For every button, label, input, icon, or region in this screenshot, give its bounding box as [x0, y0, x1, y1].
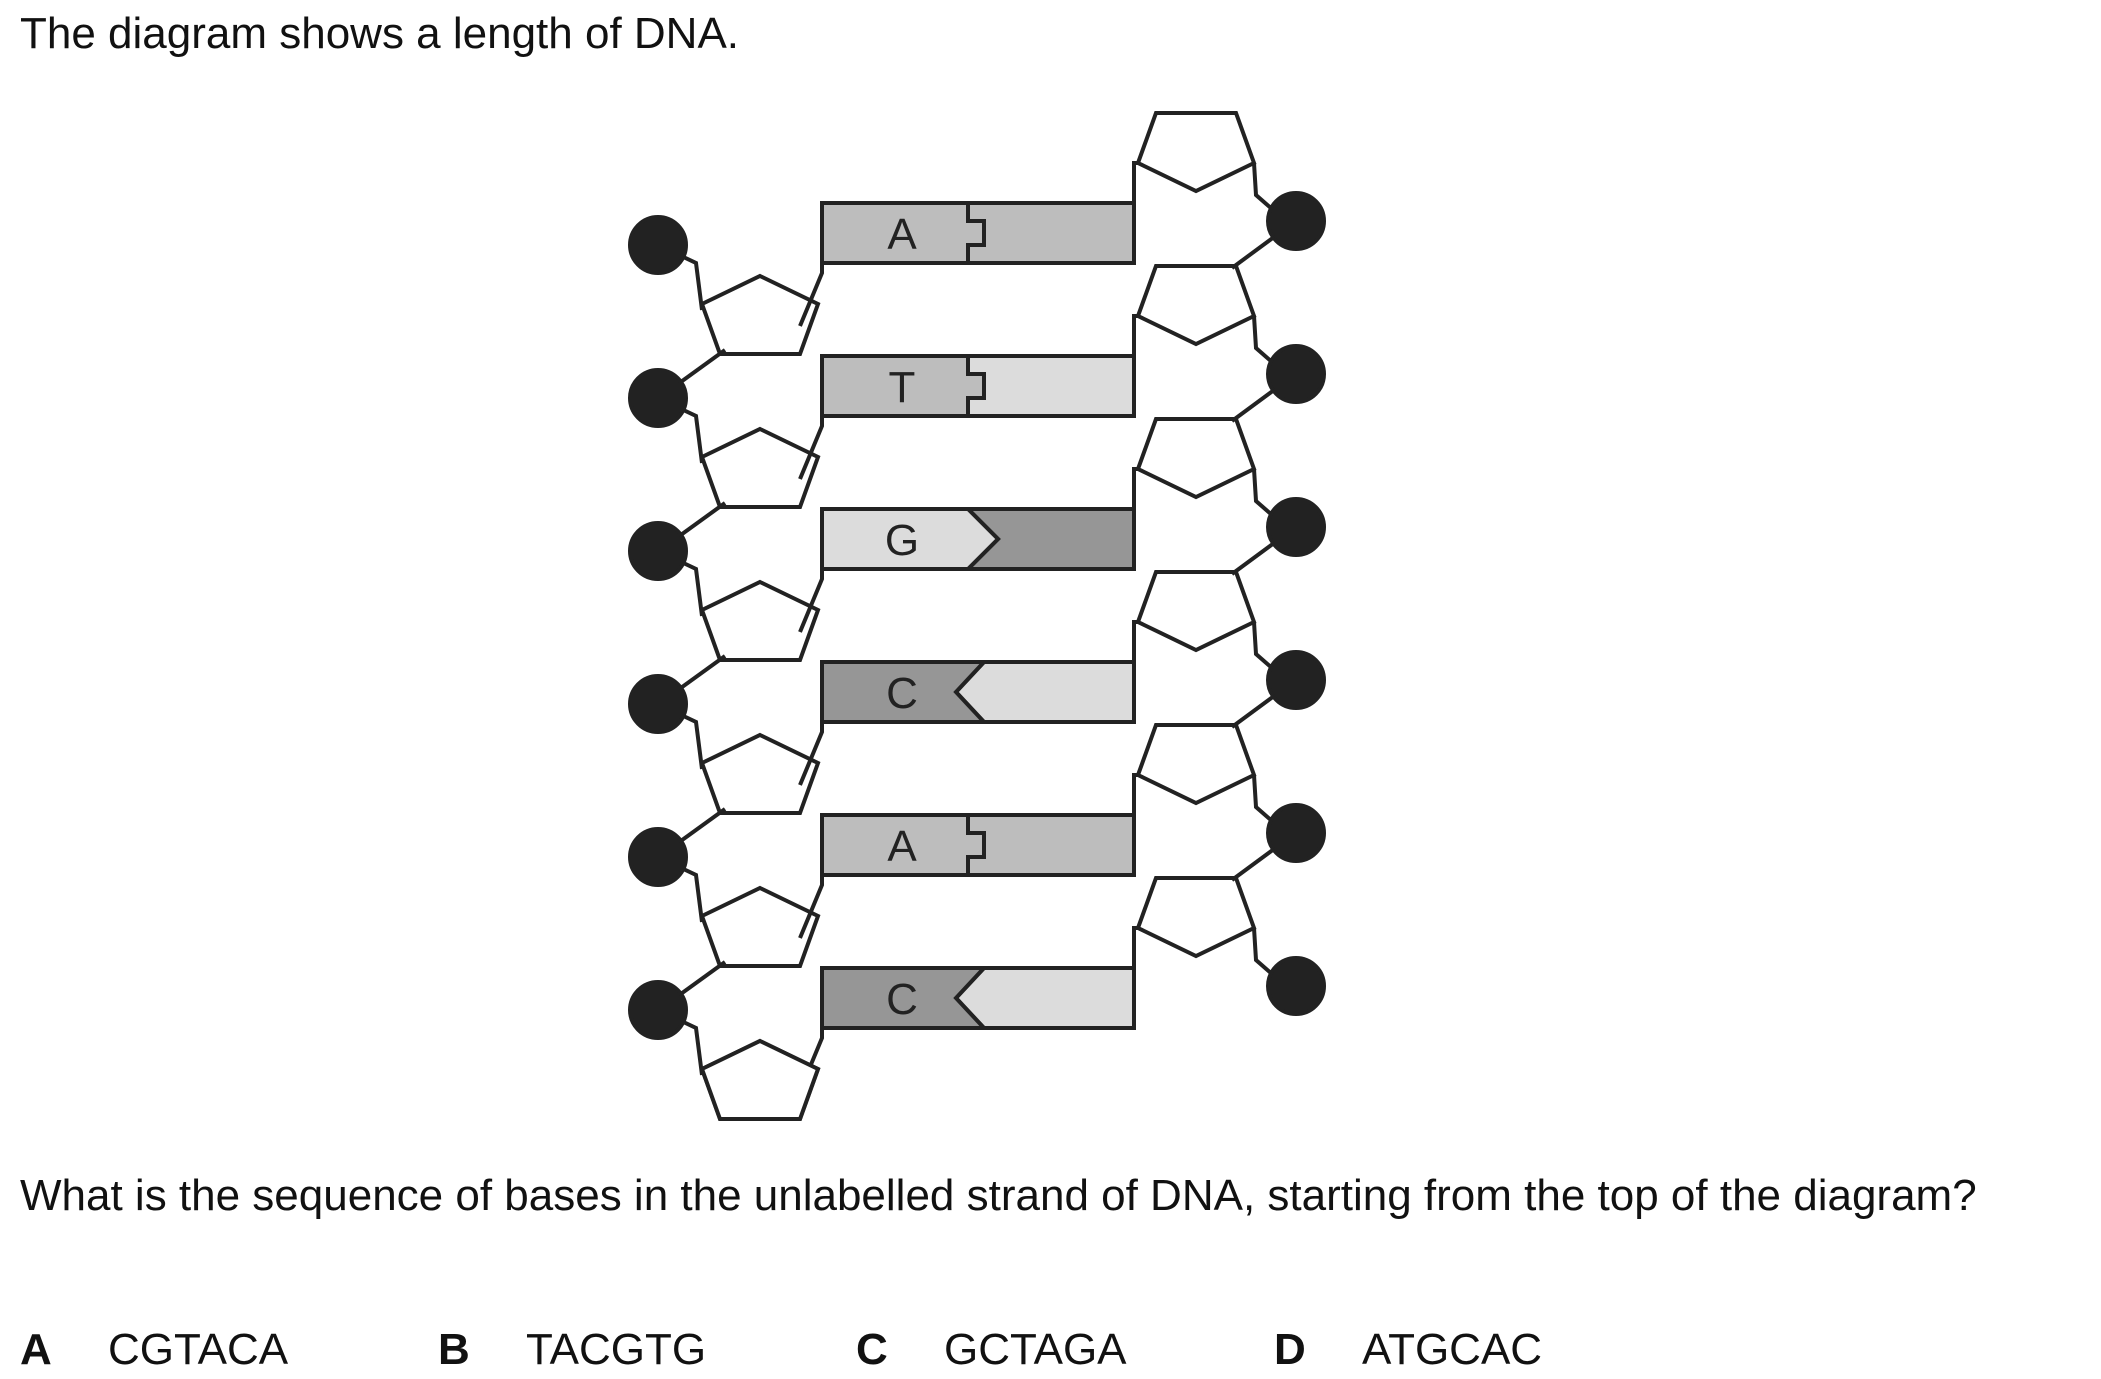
left-phosphate-dot [628, 521, 688, 581]
left-phosphate-dot [628, 827, 688, 887]
right-strand-link [1230, 541, 1276, 576]
labelled-base-bar [820, 354, 986, 418]
left-strand-link [676, 654, 727, 692]
right-strand-link [1230, 235, 1276, 270]
option-a[interactable]: A CGTACA [20, 1322, 288, 1378]
base-label: A [887, 210, 917, 259]
left-phosphate-dot [628, 980, 688, 1040]
right-phosphate-dot [1266, 344, 1326, 404]
option-c-letter: C [856, 1325, 888, 1374]
left-sugar-pentagon [699, 885, 821, 968]
partner-base-bar [966, 813, 1136, 877]
left-phosphate-dot [628, 368, 688, 428]
left-strand-link [676, 348, 727, 386]
left-sugar-pentagon [699, 732, 821, 815]
option-c-text: GCTAGA [944, 1325, 1127, 1374]
base-label: C [886, 975, 918, 1024]
base-label: G [885, 516, 919, 565]
right-sugar-pentagon [1135, 570, 1257, 653]
option-a-text: CGTACA [108, 1325, 289, 1374]
right-phosphate-dot [1266, 803, 1326, 863]
right-phosphate-dot [1266, 191, 1326, 251]
base-label: A [887, 822, 917, 871]
labelled-base-bar [820, 966, 989, 1030]
right-strand-link [1132, 926, 1138, 968]
labelled-base-bar [820, 507, 1001, 571]
left-phosphate-dot [628, 674, 688, 734]
right-strand-link [1132, 773, 1138, 815]
right-phosphate-dot [1266, 497, 1326, 557]
left-strand-link [798, 875, 824, 939]
labelled-base-bar [820, 660, 989, 724]
option-d-letter: D [1274, 1325, 1306, 1374]
left-strand-link [676, 501, 727, 539]
left-sugar-pentagon [699, 273, 821, 356]
option-b-text: TACGTG [526, 1325, 707, 1374]
left-strand-link [798, 263, 824, 327]
left-strand-link [676, 960, 727, 998]
labelled-base-bar [820, 201, 986, 265]
left-sugar-pentagon [699, 579, 821, 662]
left-strand-link [798, 569, 824, 633]
option-a-letter: A [20, 1325, 52, 1374]
base-label: C [886, 669, 918, 718]
right-strand-link [1252, 927, 1274, 976]
question-text: What is the sequence of bases in the unl… [20, 1171, 1977, 1220]
right-strand-link [1230, 694, 1276, 729]
base-label: T [889, 363, 916, 412]
partner-base-bar [953, 966, 1136, 1030]
right-sugar-pentagon [1135, 264, 1257, 347]
right-phosphate-dot [1266, 650, 1326, 710]
left-strand-link [798, 416, 824, 480]
left-sugar-pentagon [699, 1038, 821, 1121]
right-sugar-pentagon [1135, 111, 1257, 194]
right-strand-link [1132, 620, 1138, 662]
right-strand-link [1252, 621, 1274, 670]
right-strand-link [1132, 467, 1138, 509]
right-strand-link [1132, 161, 1138, 203]
left-strand-link [676, 807, 727, 845]
intro-text: The diagram shows a length of DNA. [20, 9, 740, 58]
option-b[interactable]: B TACGTG [438, 1322, 706, 1378]
right-strand-link [1132, 314, 1138, 356]
partner-base-bar [966, 354, 1136, 418]
option-b-letter: B [438, 1325, 470, 1374]
right-sugar-pentagon [1135, 876, 1257, 959]
partner-base-bar [966, 201, 1136, 265]
right-sugar-pentagon [1135, 417, 1257, 500]
right-strand-link [1230, 388, 1276, 423]
right-strand-link [1252, 315, 1274, 364]
option-c[interactable]: C GCTAGA [856, 1322, 1127, 1378]
partner-base-bar [953, 660, 1136, 724]
right-phosphate-dot [1266, 956, 1326, 1016]
right-strand-link [1252, 468, 1274, 517]
right-sugar-pentagon [1135, 723, 1257, 806]
left-sugar-pentagon [699, 426, 821, 509]
left-strand-link [798, 722, 824, 786]
option-d-text: ATGCAC [1362, 1325, 1543, 1374]
left-phosphate-dot [628, 215, 688, 275]
labelled-base-bar [820, 813, 986, 877]
right-strand-link [1252, 774, 1274, 823]
right-strand-link [1252, 162, 1274, 211]
option-d[interactable]: D ATGCAC [1274, 1322, 1542, 1378]
right-strand-link [1230, 847, 1276, 882]
